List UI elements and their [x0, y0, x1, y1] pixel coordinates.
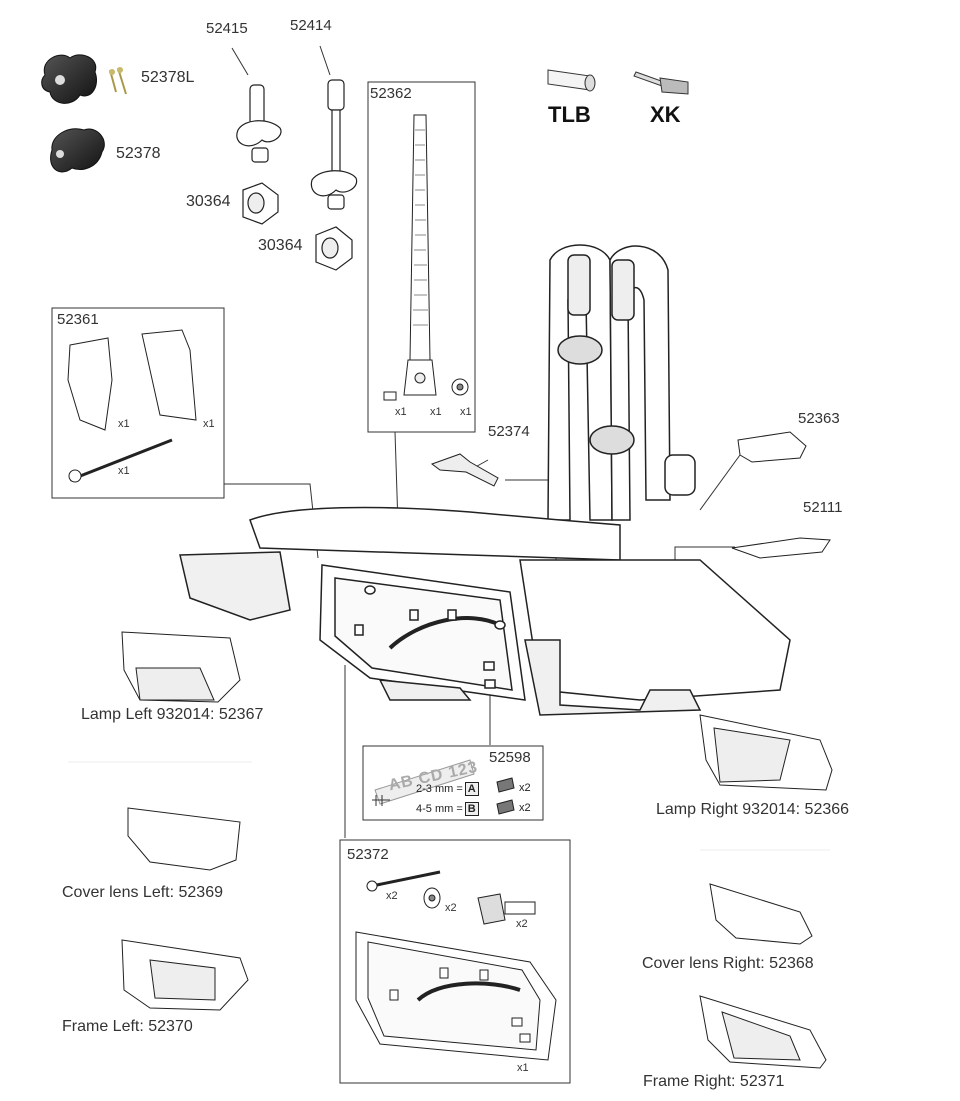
- lamp-right-icon: [699, 714, 833, 791]
- part-label-30364-b: 30364: [258, 237, 303, 254]
- clip-icon: [737, 431, 807, 463]
- qty-label: x1: [460, 406, 472, 418]
- strap-icon: [383, 114, 469, 401]
- part-label-52378: 52378: [116, 145, 161, 162]
- knob-lock-icon: [41, 54, 127, 104]
- latch-icon: [67, 329, 197, 483]
- thumb-wheel-icon: [315, 226, 353, 271]
- part-label-52414: 52414: [290, 17, 332, 34]
- letter-clip-b-icon: [496, 799, 515, 815]
- bike-carrier-body: [179, 244, 791, 716]
- part-label-lamp-right: Lamp Right 932014: 52366: [656, 801, 850, 818]
- frame-left-icon: [121, 939, 249, 1011]
- part-label-cover-right: Cover lens Right: 52368: [642, 955, 814, 972]
- mount-kit-icon: [355, 870, 557, 1061]
- spacer-row-b-label: 4-5 mm =: [416, 803, 463, 815]
- letter-b: B: [464, 802, 479, 816]
- qty-label: x2: [519, 802, 531, 814]
- letter-a: A: [464, 782, 479, 796]
- part-label-tlb: TLB: [548, 102, 591, 127]
- connector-icon: [731, 537, 831, 559]
- qty-label: x1: [430, 406, 442, 418]
- qty-label: x1: [203, 418, 215, 430]
- box-title-52598: 52598: [489, 749, 531, 766]
- box-title-52361: 52361: [57, 311, 99, 328]
- knob-icon: [50, 128, 105, 173]
- callout-52374: 52374: [488, 423, 530, 440]
- frame-right-icon: [699, 995, 827, 1069]
- part-label-frame-left: Frame Left: 52370: [62, 1018, 193, 1035]
- part-label-xk: XK: [650, 102, 681, 127]
- callout-52111: 52111: [803, 499, 843, 516]
- qty-label: x1: [118, 418, 130, 430]
- qty-label: x2: [519, 782, 531, 794]
- part-label-30364-a: 30364: [186, 193, 231, 210]
- qty-label: x2: [386, 890, 398, 902]
- box-title-52372: 52372: [347, 846, 389, 863]
- qty-label: x1: [395, 406, 407, 418]
- long-arm-icon: [310, 79, 358, 210]
- part-label-frame-right: Frame Right: 52371: [643, 1073, 785, 1090]
- thumb-wheel-icon: [242, 182, 279, 225]
- letter-clip-a-icon: [496, 777, 515, 793]
- key-icon: [633, 71, 689, 95]
- part-label-52378L: 52378L: [141, 69, 195, 86]
- qty-label: x1: [517, 1062, 529, 1074]
- part-label-52415: 52415: [206, 20, 248, 37]
- box-title-52362: 52362: [370, 85, 412, 102]
- cover-lens-left-icon: [127, 807, 241, 871]
- short-arm-icon: [236, 84, 282, 163]
- cover-lens-right-icon: [709, 883, 813, 945]
- qty-label: x2: [445, 902, 457, 914]
- spacer-row-a-label: 2-3 mm =: [416, 783, 463, 795]
- spacer-row-a: 2-3 mm =A: [416, 782, 479, 796]
- qty-label: x1: [118, 465, 130, 477]
- callout-52363: 52363: [798, 410, 840, 427]
- lamp-left-icon: [121, 631, 241, 703]
- part-label-lamp-left: Lamp Left 932014: 52367: [81, 706, 264, 723]
- part-label-cover-left: Cover lens Left: 52369: [62, 884, 223, 901]
- spacer-row-b: 4-5 mm =B: [416, 802, 479, 816]
- strap-clip-icon: [430, 453, 499, 487]
- lock-barrel-icon: [547, 69, 596, 92]
- qty-label: x2: [516, 918, 528, 930]
